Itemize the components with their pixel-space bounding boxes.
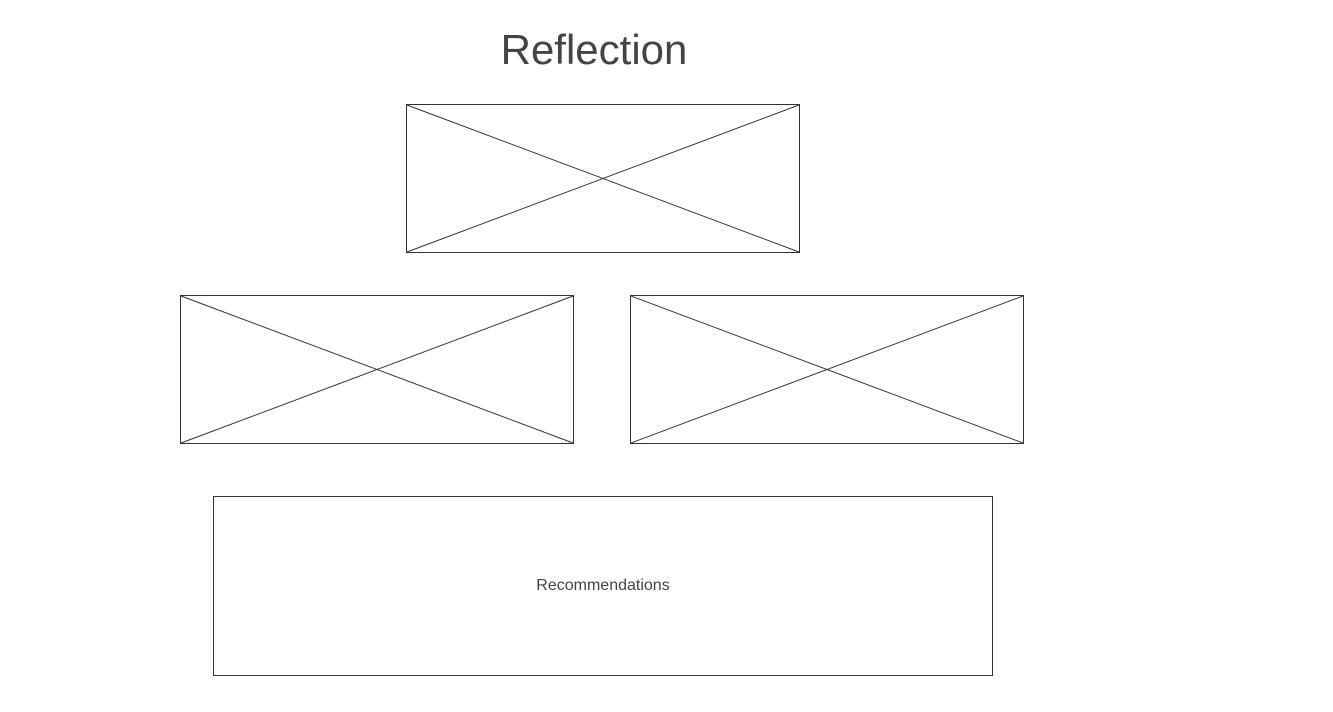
- image-placeholder-left: [180, 295, 574, 444]
- recommendations-label: Recommendations: [536, 577, 670, 594]
- image-placeholder-icon: [407, 105, 799, 252]
- recommendations-box: Recommendations: [213, 496, 993, 676]
- image-placeholder-icon: [181, 296, 573, 443]
- page-title: Reflection: [500, 26, 688, 73]
- image-placeholder-icon: [631, 296, 1023, 443]
- image-placeholder-right: [630, 295, 1024, 444]
- image-placeholder-top: [406, 104, 800, 253]
